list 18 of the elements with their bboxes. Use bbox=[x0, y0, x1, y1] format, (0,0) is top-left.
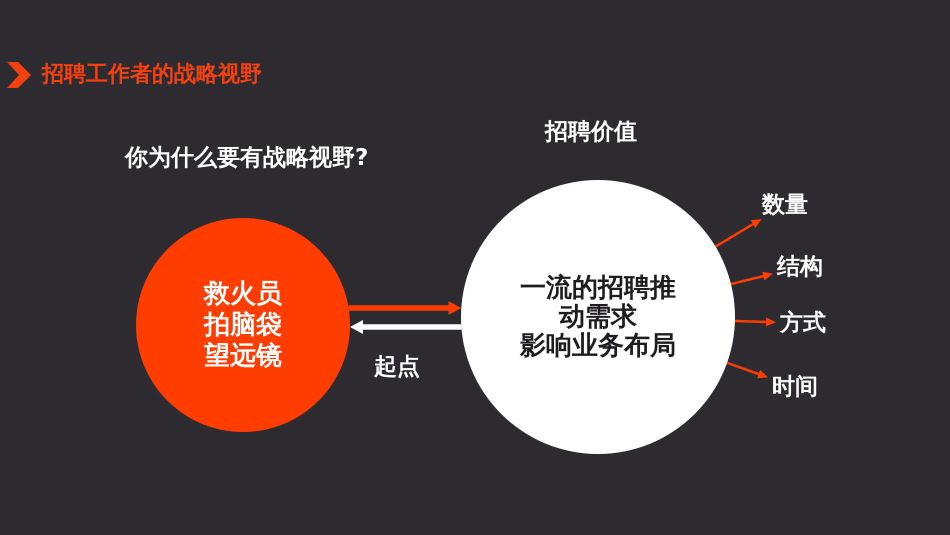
label: 时间 bbox=[768, 373, 822, 402]
arrow bbox=[714, 219, 762, 248]
question-heading: 你为什么要有战略视野? bbox=[125, 145, 368, 173]
arrow bbox=[730, 272, 773, 286]
arrow bbox=[348, 302, 462, 314]
arrow bbox=[726, 362, 768, 379]
label: 数量 bbox=[758, 191, 812, 220]
circle-text: 望远镜 bbox=[203, 340, 283, 372]
circle-text: 一流的招聘推动需求 bbox=[519, 274, 677, 332]
arrow bbox=[350, 320, 462, 334]
label: 结构 bbox=[773, 253, 827, 282]
circle-text: 影响业务布局 bbox=[518, 332, 677, 360]
section-heading: 招聘价值 bbox=[545, 119, 637, 147]
title: 招聘工作者的战略视野 bbox=[42, 61, 262, 88]
arrow bbox=[734, 317, 776, 326]
circle-text: 拍脑袋 bbox=[202, 310, 283, 340]
label: 方式 bbox=[776, 309, 830, 338]
circle-text: 救火员 bbox=[202, 278, 283, 310]
